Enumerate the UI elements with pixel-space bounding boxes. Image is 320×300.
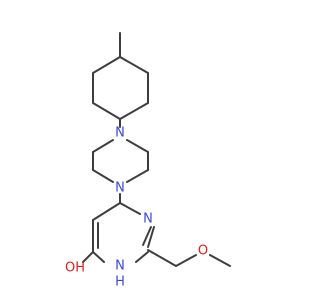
bond-py-4 — [92, 251, 105, 263]
bond-ch2-o — [175, 254, 197, 267]
bond-pz-3 — [126, 169, 149, 183]
methoxymethyl-group — [147, 249, 231, 267]
bond-cy-3 — [119, 102, 149, 120]
bond-py-2 — [147, 226, 155, 248]
bond-cy-6 — [92, 56, 121, 74]
bond-py-3 — [135, 251, 149, 263]
atom-n-pyrimidine: N — [143, 212, 153, 227]
atom-o-ether: O — [198, 244, 208, 259]
bond-py-2b — [142, 226, 152, 246]
bond-o-ch3 — [209, 254, 231, 267]
molecule-canvas: N N N N H O OH — [65, 32, 231, 290]
bond-ch2 — [147, 249, 177, 267]
bond-pz-1 — [126, 139, 149, 153]
structure-drawing: N N N N H O OH — [65, 32, 231, 290]
bond-py-1 — [119, 202, 141, 215]
bond-to-oh — [82, 251, 94, 263]
bond-pz-6 — [92, 139, 114, 153]
bond-cy-4 — [92, 102, 121, 120]
pyrimidine-ring — [82, 202, 155, 263]
bond-cy-1 — [119, 56, 149, 74]
atom-oh: OH — [65, 261, 85, 276]
atom-n-piperazine-top: N — [115, 126, 125, 141]
atom-nh-pyrimidine: N — [115, 259, 125, 274]
bond-pz-4 — [92, 169, 114, 183]
methylcyclohexyl-group — [92, 32, 149, 128]
atom-n-piperazine-bottom: N — [115, 181, 125, 196]
bond-py-6 — [92, 202, 121, 221]
piperazine-ring — [92, 139, 149, 204]
atom-h: H — [115, 275, 125, 290]
